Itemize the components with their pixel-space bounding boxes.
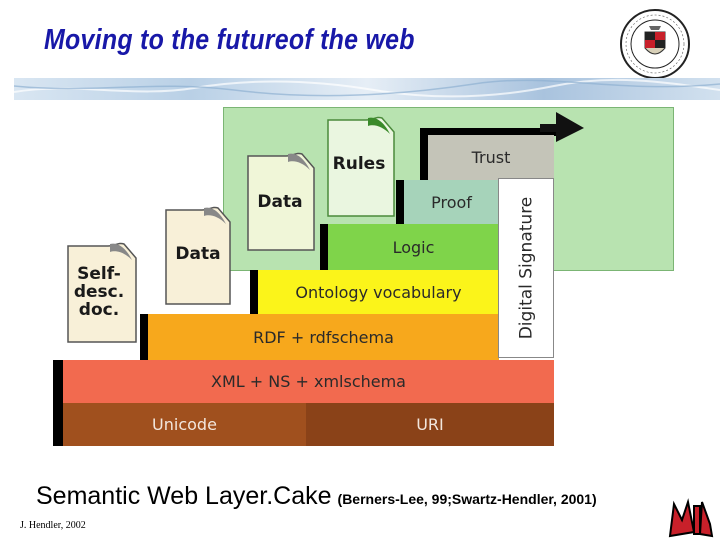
caption-main: Semantic Web Layer.Cake xyxy=(36,482,332,510)
data-doc-label: Data xyxy=(175,244,221,264)
cake-shadow-logic xyxy=(320,224,328,272)
cake-shadow-proof xyxy=(396,180,404,226)
layer-digital-signature xyxy=(498,178,554,358)
cake-shadow-top xyxy=(420,128,562,136)
data-doc-icon xyxy=(165,206,231,305)
layer-trust: Trust xyxy=(428,135,554,180)
cake-shadow-trust xyxy=(420,135,428,182)
layer-rdf: RDF + rdfschema xyxy=(148,314,499,360)
cake-shadow-ontology xyxy=(250,270,258,316)
slide-caption: Semantic Web Layer.Cake (Berners-Lee, 99;… xyxy=(36,482,597,511)
layer-proof: Proof xyxy=(404,180,499,224)
slide-title: Moving to the futureof the web xyxy=(44,24,415,56)
header-banner-texture xyxy=(14,78,720,98)
self-desc-line1: Self- xyxy=(77,264,121,284)
cake-shadow-rdf xyxy=(140,314,148,362)
digital-signature-label: Digital Signature xyxy=(516,196,536,340)
layer-uri: URI xyxy=(306,403,554,446)
caption-citation: (Berners-Lee, 99;Swartz-Hendler, 2001) xyxy=(337,491,597,507)
mind-lab-logo-icon xyxy=(668,498,714,538)
self-desc-doc-icon xyxy=(67,242,137,343)
self-desc-line2: desc. xyxy=(73,281,125,302)
data-doc-upper-icon xyxy=(247,152,315,251)
layer-logic: Logic xyxy=(328,224,499,270)
arrow-right-icon xyxy=(540,112,584,142)
university-seal-icon xyxy=(620,9,690,79)
self-desc-line3: doc. xyxy=(78,299,120,320)
rules-doc-icon xyxy=(327,116,395,217)
rules-doc-label: Rules xyxy=(332,154,386,174)
self-desc-doc-label: Self- desc. doc. xyxy=(68,264,130,320)
layer-unicode: Unicode xyxy=(63,403,306,446)
layer-xml: XML + NS + xmlschema xyxy=(63,360,554,403)
layer-ontology: Ontology vocabulary xyxy=(258,270,499,314)
author-footer: J. Hendler, 2002 xyxy=(20,520,86,531)
data-doc-upper-label: Data xyxy=(257,192,303,212)
cake-shadow-base xyxy=(53,360,63,446)
